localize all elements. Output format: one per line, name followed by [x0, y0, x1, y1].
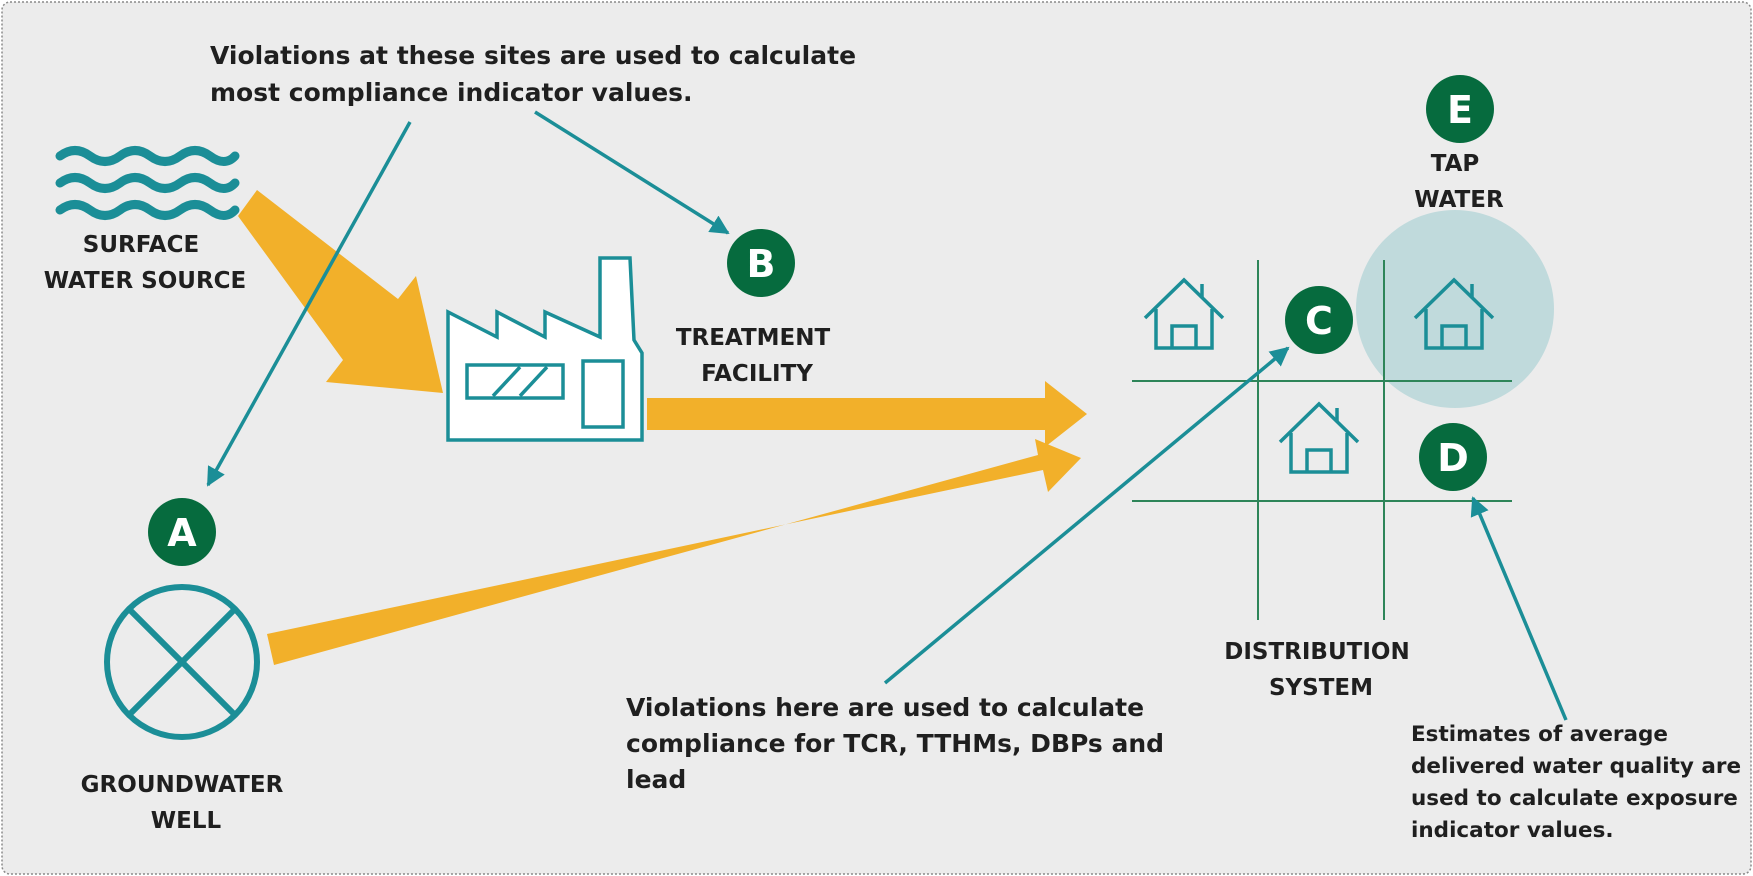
- pointer-to-d: [1470, 496, 1568, 721]
- badge-c: C: [1285, 286, 1353, 354]
- water-waves-icon: [55, 146, 240, 220]
- svg-text:A: A: [167, 511, 197, 555]
- surface-water-label: SURFACE WATER SOURCE: [44, 232, 247, 294]
- treatment-facility-label: TREATMENT FACILITY: [676, 325, 838, 387]
- house-icon: [1278, 401, 1360, 474]
- note-bottom-right: Estimates of average delivered water qua…: [1411, 722, 1749, 843]
- flow-arrows: [238, 190, 1087, 665]
- groundwater-well-label: GROUNDWATER WELL: [81, 772, 292, 834]
- tap-water-label: TAP WATER: [1414, 151, 1504, 213]
- pointer-to-a: [206, 121, 412, 487]
- svg-text:C: C: [1305, 299, 1333, 343]
- house-icon: [1143, 277, 1225, 350]
- factory-icon: [446, 256, 644, 442]
- pointer-arrows: [206, 110, 1568, 721]
- house-icon: [1413, 277, 1495, 350]
- surface-to-treatment-arrow: [238, 190, 443, 393]
- pointer-to-b: [534, 110, 730, 235]
- well-to-distribution-arrow: [267, 439, 1081, 665]
- treatment-to-distribution-arrow: [647, 381, 1087, 447]
- distribution-grid: [1132, 260, 1512, 620]
- pointer-to-c: [883, 346, 1290, 685]
- note-middle: Violations here are used to calculate co…: [626, 693, 1173, 794]
- badge-e: E: [1426, 75, 1494, 143]
- tap-water-highlight: [1356, 210, 1554, 408]
- svg-text:B: B: [747, 242, 776, 286]
- badge-d: D: [1419, 423, 1487, 491]
- svg-text:E: E: [1447, 88, 1473, 132]
- distribution-system-label: DISTRIBUTION SYSTEM: [1224, 639, 1417, 701]
- svg-text:D: D: [1437, 436, 1469, 480]
- badge-a: A: [148, 498, 216, 566]
- well-icon: [104, 584, 260, 740]
- badge-b: B: [727, 229, 795, 297]
- note-top: Violations at these sites are used to ca…: [210, 41, 865, 107]
